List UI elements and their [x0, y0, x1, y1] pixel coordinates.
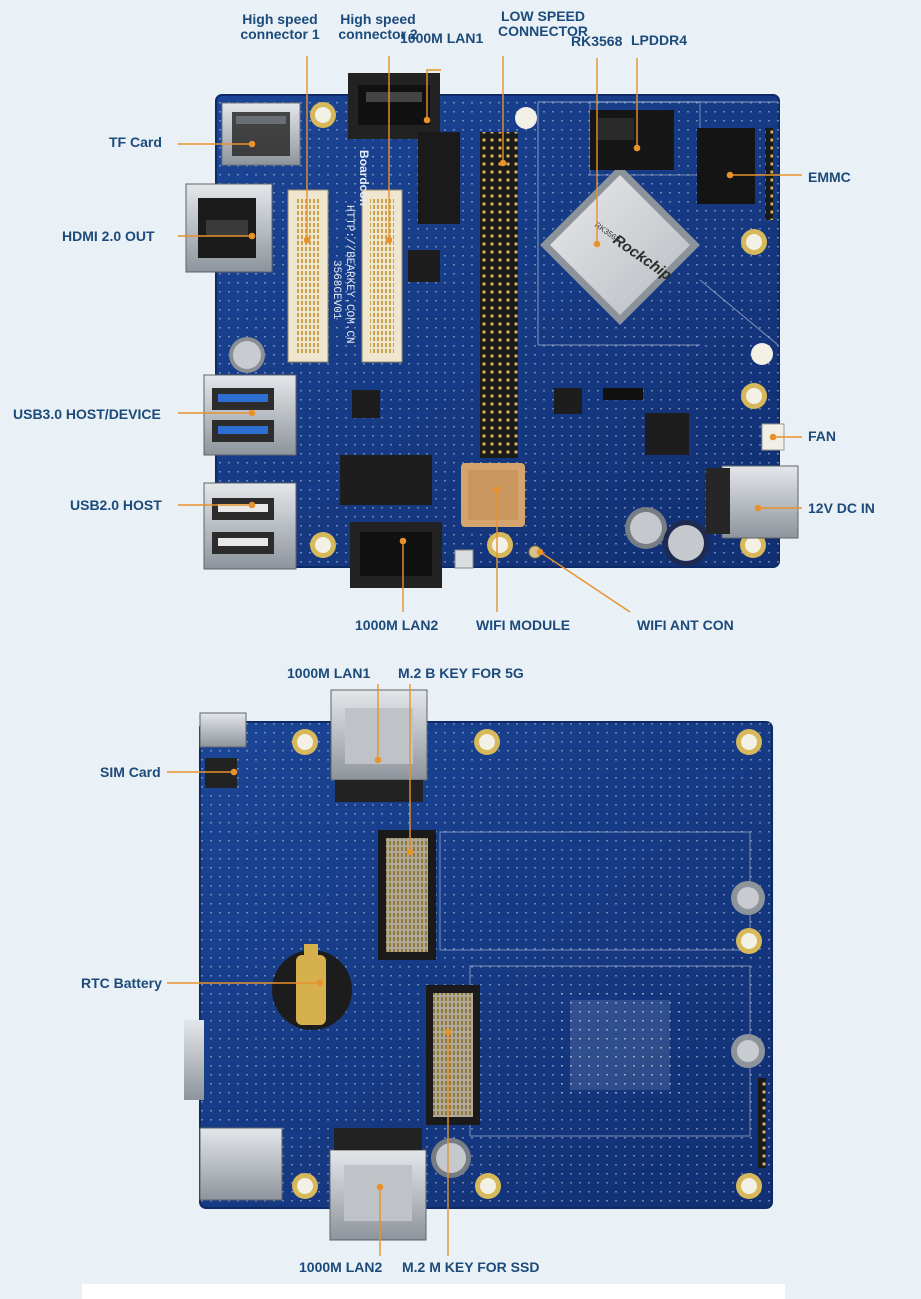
silkscreen-brand: Boardcon: [357, 150, 371, 206]
label-low-speed-connector: LOW SPEED CONNECTOR: [488, 9, 598, 39]
label-usb3: USB3.0 HOST/DEVICE: [13, 406, 161, 422]
label-line: connector 2: [338, 26, 418, 42]
rtc-battery-holder: [272, 944, 352, 1030]
label-line: High speed: [242, 11, 318, 27]
micro-usb-port: [199, 712, 247, 748]
label-lan1-bottom: 1000M LAN1: [287, 665, 371, 681]
ic-chip: [352, 390, 380, 418]
m2-b-key-slot: [378, 830, 436, 960]
capacitor: [663, 520, 709, 566]
lan1-port-bottom: [330, 689, 428, 802]
label-wifi-module: WIFI MODULE: [476, 617, 571, 633]
debug-header: [765, 128, 773, 220]
ic-chip: [645, 413, 689, 455]
bottom-board-view: [184, 689, 773, 1241]
capacitor: [625, 507, 667, 549]
high-speed-connector-2: [361, 189, 403, 363]
mounting-hole: [736, 928, 762, 954]
label-dc-in: 12V DC IN: [808, 500, 875, 516]
label-m2-m-key: M.2 M KEY FOR SSD: [402, 1259, 540, 1275]
hdmi-port: [185, 183, 273, 273]
emmc-chip: [697, 128, 755, 204]
rk3568-soc: Rockchip RK3568: [540, 165, 700, 325]
capacitor: [229, 337, 265, 373]
top-board-view: Boardcon HTTP://BEARKEY.COM.CN 3568CEV01…: [185, 73, 799, 588]
footer-strip: [82, 1284, 785, 1299]
dc-jack: [706, 465, 799, 539]
label-tf-card: TF Card: [109, 134, 162, 150]
label-lan1-top: 1000M LAN1: [400, 30, 484, 46]
ic-chip: [554, 388, 582, 414]
m2-m-key-slot: [426, 985, 480, 1125]
capacitor: [431, 1138, 471, 1178]
label-line: connector 1: [240, 26, 320, 42]
label-high-speed-connector-2: High speed connector 2: [330, 12, 426, 42]
ic-chip: [603, 388, 643, 400]
mounting-hole: [310, 102, 336, 128]
mounting-hole: [736, 1173, 762, 1199]
edge-connector: [184, 1020, 204, 1100]
standoff-screw: [731, 881, 765, 915]
mounting-hole: [741, 383, 767, 409]
mounting-hole: [292, 729, 318, 755]
label-rk3568: RK3568: [571, 33, 623, 49]
ic-chip: [408, 250, 440, 282]
mounting-hole: [736, 729, 762, 755]
ic-chip: [418, 132, 460, 224]
label-rtc-battery: RTC Battery: [81, 975, 162, 991]
label-high-speed-connector-1: High speed connector 1: [232, 12, 328, 42]
label-line: High speed: [340, 11, 416, 27]
low-speed-header: [480, 132, 518, 458]
standoff-screw: [731, 1034, 765, 1068]
mounting-hole: [741, 229, 767, 255]
edge-connector: [199, 1127, 283, 1201]
mounting-hole: [475, 1173, 501, 1199]
label-lan2-bottom: 1000M LAN2: [299, 1259, 383, 1275]
label-lan2-top: 1000M LAN2: [355, 617, 439, 633]
ic-chip: [340, 455, 432, 505]
lan2-port: [350, 522, 442, 588]
bottom-leader-lines: [167, 684, 452, 1256]
label-wifi-ant-con: WIFI ANT CON: [637, 617, 734, 633]
mounting-hole: [292, 1173, 318, 1199]
tf-card-slot: [221, 102, 301, 166]
lan1-port: [348, 73, 440, 139]
mounting-hole: [487, 532, 513, 558]
label-line: LOW SPEED: [500, 8, 585, 24]
label-hdmi: HDMI 2.0 OUT: [62, 228, 155, 244]
mounting-hole: [474, 729, 500, 755]
lpddr4-chip: [590, 110, 674, 170]
top-leader-lines: [178, 56, 802, 613]
lan2-port-bottom: [329, 1128, 427, 1241]
high-speed-connector-1: [287, 189, 329, 363]
label-sim-card: SIM Card: [100, 764, 161, 780]
label-m2-b-key: M.2 B KEY FOR 5G: [398, 665, 524, 681]
usb2-port: [203, 482, 297, 570]
button: [454, 549, 474, 569]
label-emmc: EMMC: [808, 169, 851, 185]
edge-pads: [758, 1078, 766, 1168]
label-lpddr4: LPDDR4: [631, 32, 688, 48]
silkscreen-url: HTTP://BEARKEY.COM.CN: [343, 205, 355, 344]
label-fan: FAN: [808, 428, 836, 444]
label-line: CONNECTOR: [498, 23, 588, 39]
mounting-hole: [310, 532, 336, 558]
silkscreen-model: 3568CEV01: [330, 260, 342, 320]
wifi-module-chip: [461, 463, 525, 527]
label-usb2: USB2.0 HOST: [70, 497, 162, 513]
